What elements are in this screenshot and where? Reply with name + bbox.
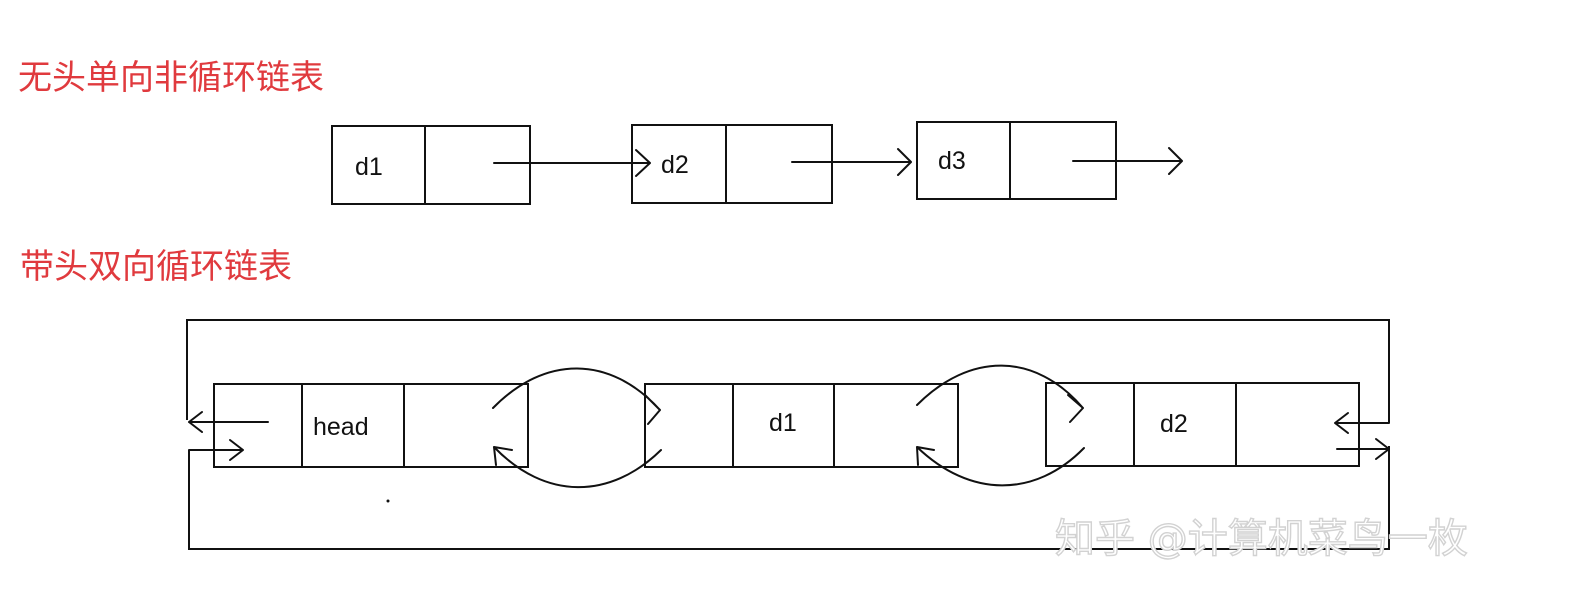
doubly-circular-linked-list: head d1 d2 xyxy=(186,319,1390,550)
singly-linked-list: d1 d2 d3 xyxy=(331,121,1183,205)
doubly-node-d1: d1 xyxy=(644,383,959,468)
next-arrow xyxy=(493,149,651,177)
title-doubly-circular: 带头双向循环链表 xyxy=(20,247,292,287)
singly-node-d2: d2 xyxy=(631,124,833,204)
watermark: 知乎 @计算机菜鸟一枚 xyxy=(1055,516,1468,562)
singly-node-label: d3 xyxy=(938,147,966,175)
circular-bottom-link xyxy=(188,446,1390,550)
singly-node-d1: d1 xyxy=(331,125,531,205)
singly-node-label: d1 xyxy=(355,153,383,181)
doubly-node-label: d2 xyxy=(1160,410,1188,438)
stray-dot xyxy=(386,499,390,503)
next-arrow xyxy=(791,148,912,176)
doubly-node-label: d1 xyxy=(769,409,797,437)
doubly-node-d2: d2 xyxy=(1045,382,1360,467)
doubly-node-label: head xyxy=(313,413,369,441)
doubly-node-head: head xyxy=(213,383,529,468)
next-curve-arrow xyxy=(492,367,661,425)
next-arrow xyxy=(1336,438,1390,460)
next-curve-arrow xyxy=(916,364,1084,423)
title-singly-noncircular: 无头单向非循环链表 xyxy=(18,58,324,98)
singly-node-label: d2 xyxy=(661,151,689,179)
prev-arrow xyxy=(188,411,269,433)
next-arrow xyxy=(188,439,244,461)
prev-curve-arrow xyxy=(916,446,1085,487)
prev-curve-arrow xyxy=(493,446,662,489)
next-arrow xyxy=(1072,147,1183,175)
prev-arrow xyxy=(1334,412,1390,434)
circular-top-link xyxy=(186,319,1390,423)
